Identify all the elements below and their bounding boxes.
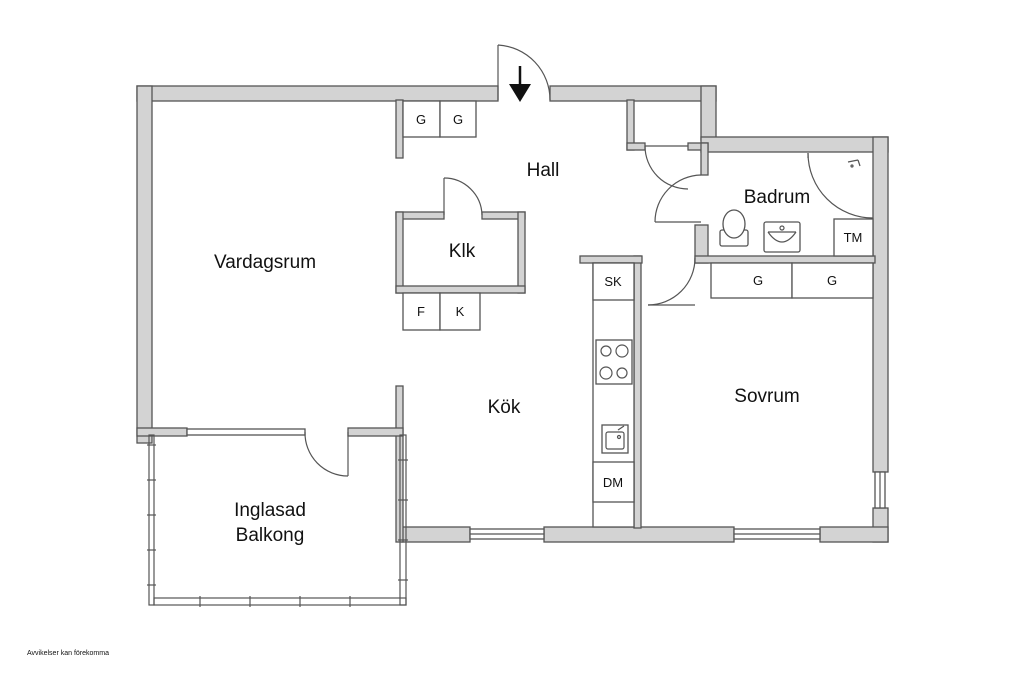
wardrobe-hall-2-label: G: [453, 112, 463, 127]
wall-top-right: [549, 85, 717, 102]
klk-wall-right: [517, 211, 526, 294]
entrance-arrow-icon: [509, 66, 531, 102]
door-bedroom: [647, 257, 696, 306]
wardrobe-bedroom-2-label: G: [827, 273, 837, 288]
windows: [186, 428, 886, 540]
fridge-label: K: [456, 304, 465, 319]
klk-walls: [395, 211, 526, 294]
room-label-balkong-line1: Inglasad: [234, 500, 306, 521]
room-label-sovrum: Sovrum: [734, 386, 799, 407]
dryer-tm: [833, 218, 874, 257]
disclaimer-footnote: Avvikelser kan förekomma: [27, 650, 109, 657]
window-bedroom: [733, 528, 821, 540]
kitchen-sink-icon: [601, 424, 629, 454]
window-kitchen: [469, 528, 545, 540]
cabinet-sk: [592, 262, 635, 301]
wall-bath-left-upper: [700, 142, 709, 176]
washbasin-icon: [763, 221, 801, 253]
wardrobe-hall-2: [439, 100, 477, 138]
wardrobe-bedroom-1: [710, 262, 793, 299]
dryer-tm-label: TM: [844, 230, 863, 245]
wall-bottom-right: [819, 526, 889, 543]
toilet-icon: [719, 209, 749, 247]
outer-walls: [136, 85, 889, 543]
dishwasher: [592, 461, 635, 503]
wall-right: [872, 136, 889, 473]
wall-bedroom-left: [633, 255, 642, 529]
room-label-badrum: Badrum: [744, 187, 811, 208]
hall-wardrobes: G G: [402, 100, 477, 138]
window-living-balcony: [186, 428, 306, 436]
cabinet-sk-label: SK: [604, 274, 622, 289]
room-label-balkong-line2: Balkong: [236, 525, 305, 546]
klk-appliances: F K: [402, 292, 481, 331]
klk-wall-bottom: [395, 285, 526, 294]
wardrobe-hall-1: [402, 100, 441, 138]
freezer: [402, 292, 441, 331]
door-shower: [807, 152, 874, 219]
wardrobe-bedroom-2: [791, 262, 874, 299]
dishwasher-label: DM: [603, 475, 623, 490]
wall-balcony-stub-left: [136, 427, 188, 437]
wall-bath-top: [700, 136, 889, 153]
wall-bottom-left: [401, 526, 471, 543]
room-label-klk: Klk: [449, 241, 476, 262]
bedroom-wardrobes: G G: [710, 262, 874, 299]
room-label-vardagsrum: Vardagsrum: [214, 252, 316, 273]
room-label-kok: Kök: [488, 397, 521, 418]
doors: [304, 44, 874, 477]
wall-wardrobe-stub: [395, 99, 404, 159]
interior-walls: [136, 99, 876, 529]
door-closet: [644, 145, 689, 190]
wardrobe-hall-1-label: G: [416, 112, 426, 127]
shower-icon: [847, 159, 861, 168]
stove-icon: [595, 339, 633, 385]
glazed-balcony: [147, 434, 408, 607]
wall-left: [136, 85, 153, 444]
wall-top-left: [136, 85, 499, 102]
freezer-label: F: [417, 304, 425, 319]
wall-balcony-stub-right: [347, 427, 404, 437]
bathroom-fixtures: TM: [719, 159, 874, 257]
wall-bottom-mid: [543, 526, 735, 543]
fridge: [439, 292, 481, 331]
door-balcony: [304, 431, 349, 477]
klk-wall-left: [395, 211, 404, 294]
wall-closet-bottom: [626, 142, 646, 151]
balcony-glazing-ticks: [147, 444, 408, 607]
wall-right-upper: [700, 85, 717, 141]
wall-kitchen-stub-top: [579, 255, 643, 264]
door-entrance: [497, 44, 551, 101]
wardrobe-bedroom-1-label: G: [753, 273, 763, 288]
door-bathroom: [654, 174, 702, 223]
wall-bath-bottom: [694, 255, 876, 264]
room-label-hall: Hall: [527, 160, 560, 181]
door-klk: [443, 177, 483, 216]
window-bedroom-side: [874, 471, 886, 509]
kitchen-counter: SK DM: [592, 262, 635, 528]
